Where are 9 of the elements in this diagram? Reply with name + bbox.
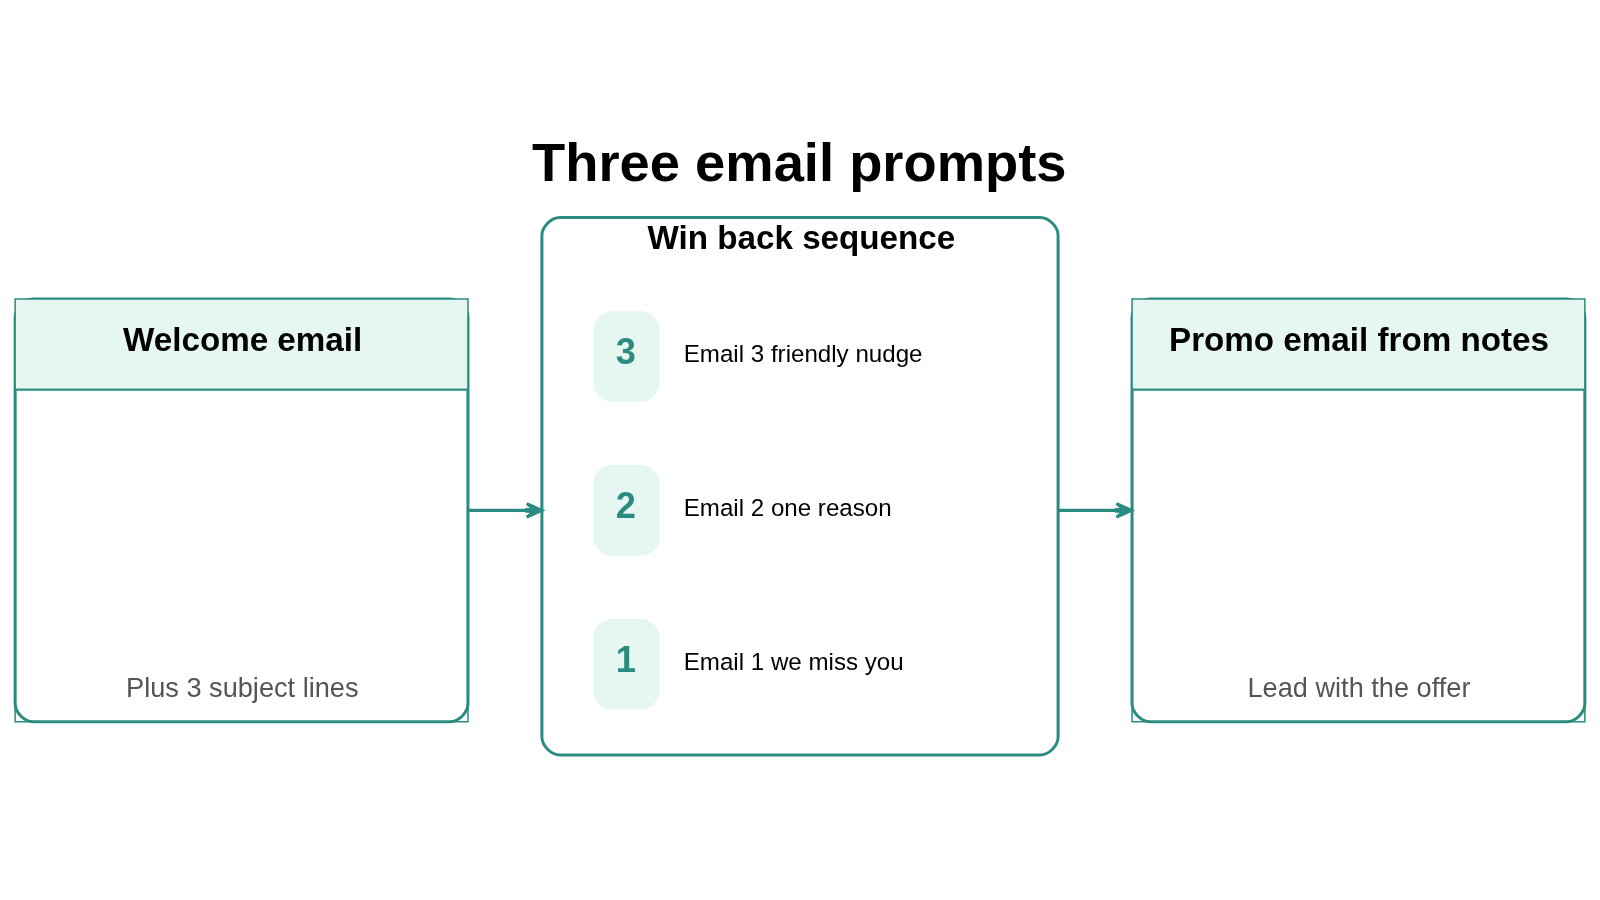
arrow [1058,502,1134,519]
node-label: Email 2 one reason [683,494,892,522]
node-box: 2 [593,465,660,556]
node-label: Email 1 we miss you [683,648,904,676]
arrow [468,502,544,519]
node-box: 1 [593,619,660,710]
node-box: 3 [593,311,660,402]
node-label: Email 3 friendly nudge [683,340,923,368]
diagram-title: Three email prompts [532,132,1067,194]
